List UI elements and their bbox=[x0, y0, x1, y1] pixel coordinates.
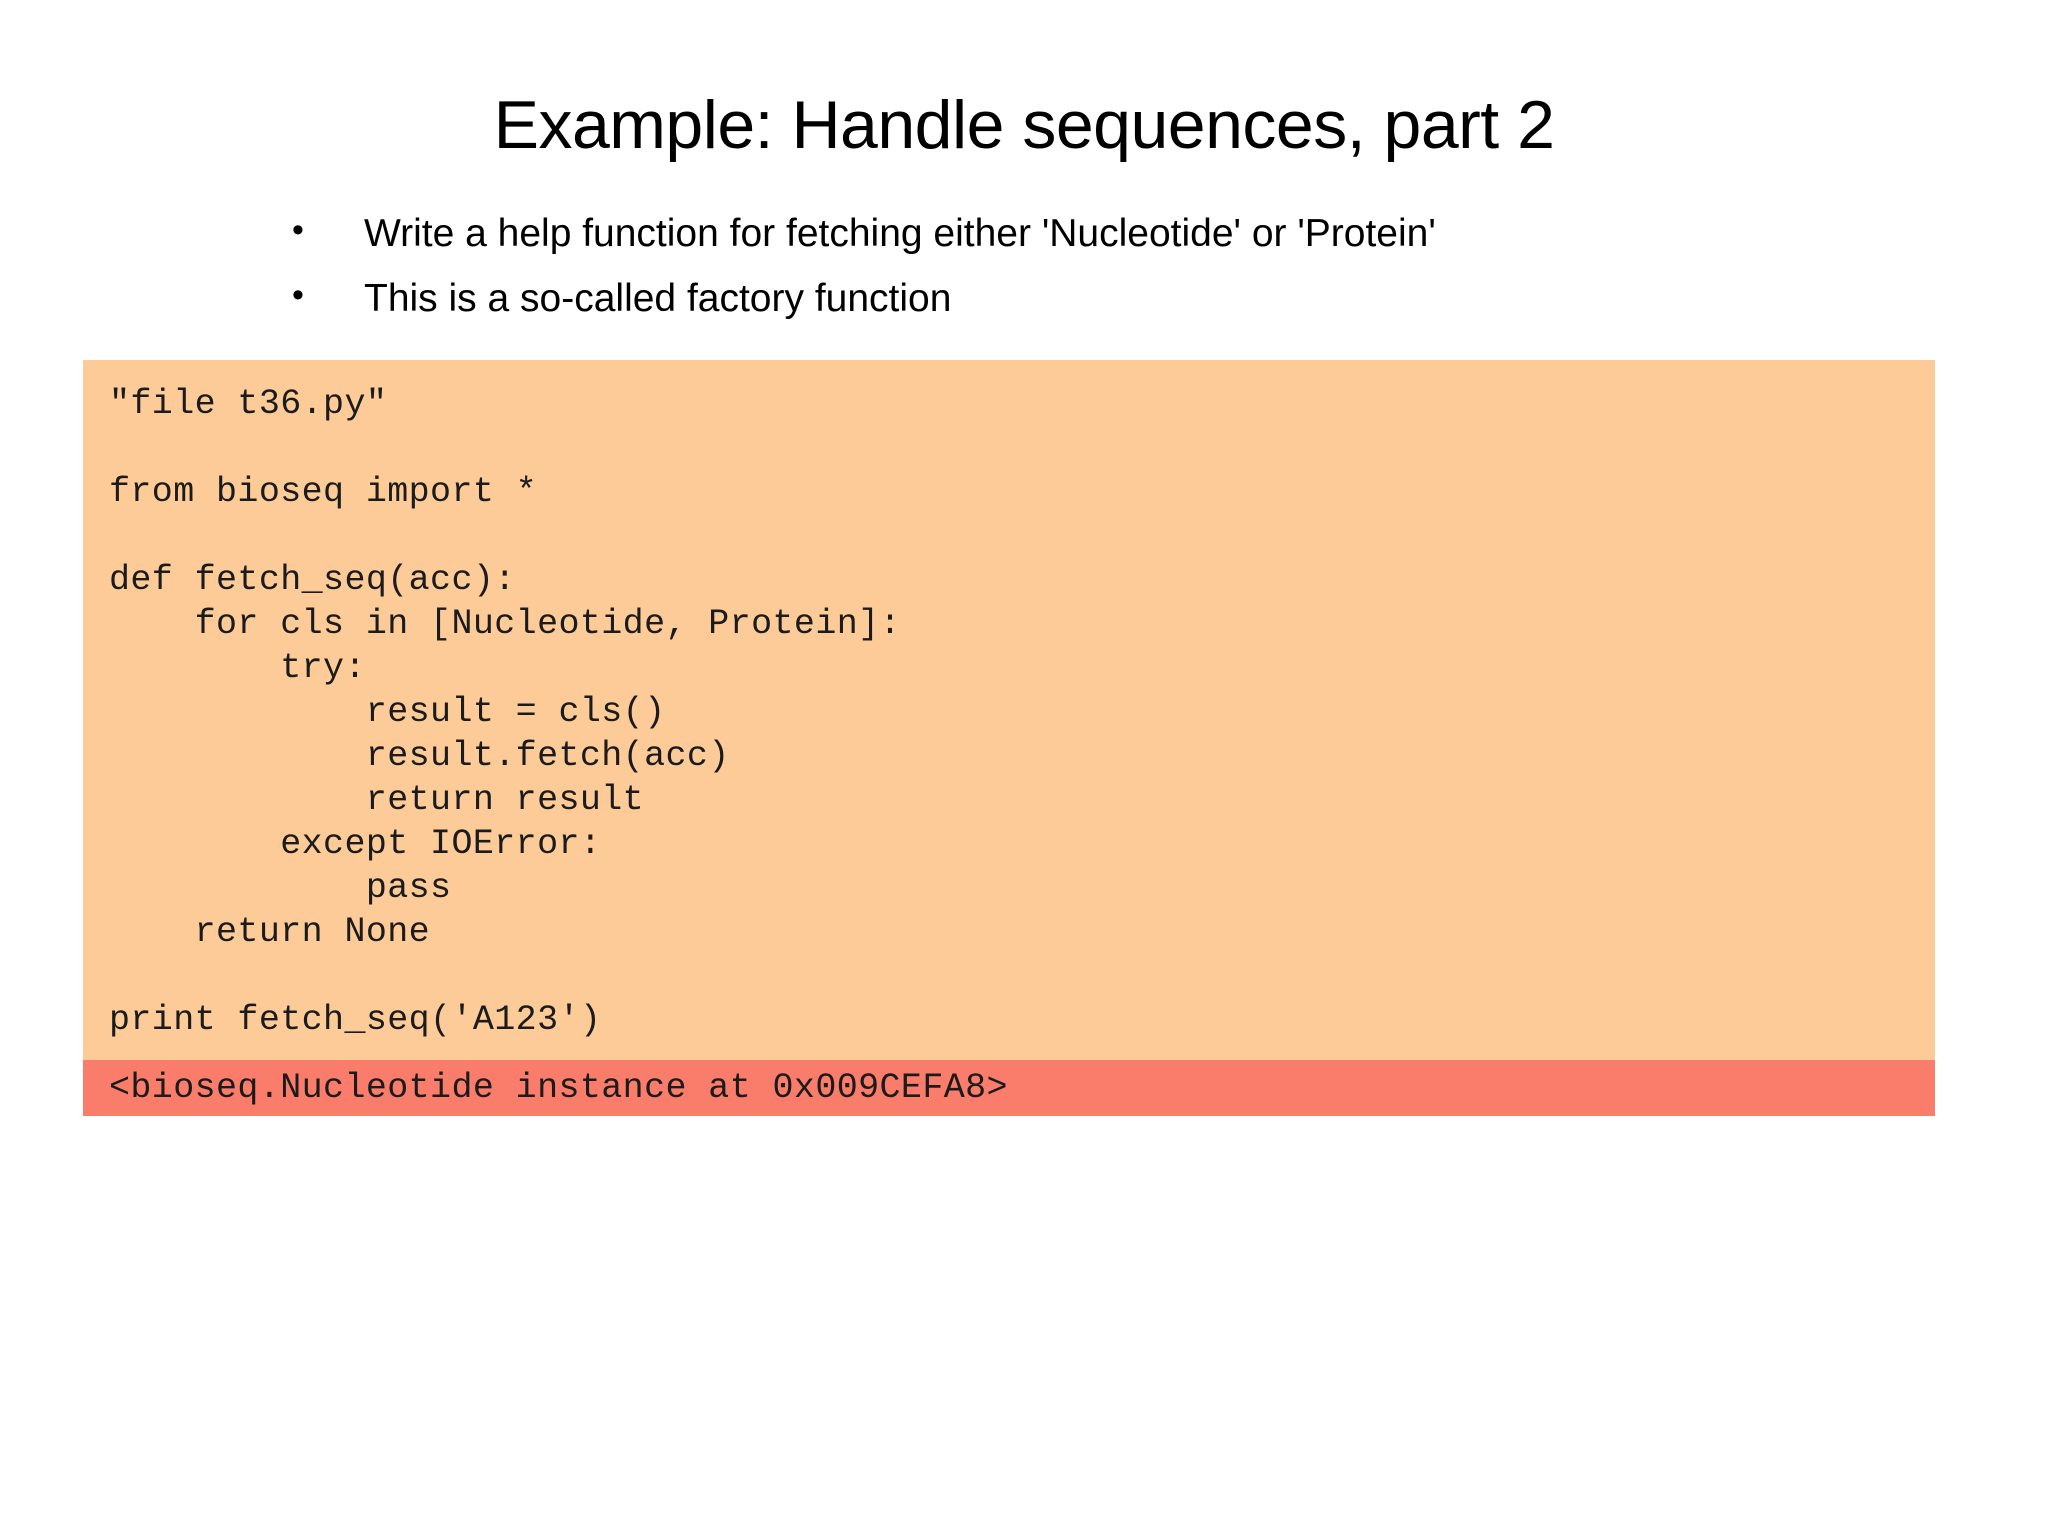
code-line: result.fetch(acc) bbox=[109, 736, 730, 776]
page-title: Example: Handle sequences, part 2 bbox=[493, 87, 1555, 163]
bullet-text: Write a help function for fetching eithe… bbox=[364, 212, 1436, 255]
code-line: result = cls() bbox=[109, 692, 666, 732]
bullet-list: • Write a help function for fetching eit… bbox=[286, 208, 1946, 339]
list-item: • This is a so-called factory function bbox=[286, 273, 1946, 324]
bullet-point-icon: • bbox=[292, 276, 304, 315]
code-line: def fetch_seq(acc): bbox=[109, 560, 516, 600]
code-line: try: bbox=[109, 648, 366, 688]
code-line: return None bbox=[109, 912, 431, 952]
code-line: print fetch_seq('A123') bbox=[109, 1000, 602, 1040]
code-line: for cls in [Nucleotide, Protein]: bbox=[109, 604, 901, 644]
code-line: except IOError: bbox=[109, 824, 602, 864]
code-line: pass bbox=[109, 868, 452, 908]
code-line bbox=[109, 514, 1935, 558]
code-block: "file t36.py" from bioseq import * def f… bbox=[83, 360, 1935, 1068]
bullet-text: This is a so-called factory function bbox=[364, 277, 952, 321]
code-line: return result bbox=[109, 780, 645, 820]
code-line bbox=[109, 954, 1935, 998]
code-output-text: <bioseq.Nucleotide instance at 0x009CEFA… bbox=[109, 1068, 1008, 1108]
code-line: "file t36.py" bbox=[109, 384, 388, 424]
list-item: • Write a help function for fetching eit… bbox=[286, 208, 1946, 259]
code-output-block: <bioseq.Nucleotide instance at 0x009CEFA… bbox=[83, 1060, 1935, 1116]
code-line bbox=[109, 426, 1935, 470]
code-line: from bioseq import * bbox=[109, 472, 538, 512]
bullet-point-icon: • bbox=[292, 211, 304, 249]
